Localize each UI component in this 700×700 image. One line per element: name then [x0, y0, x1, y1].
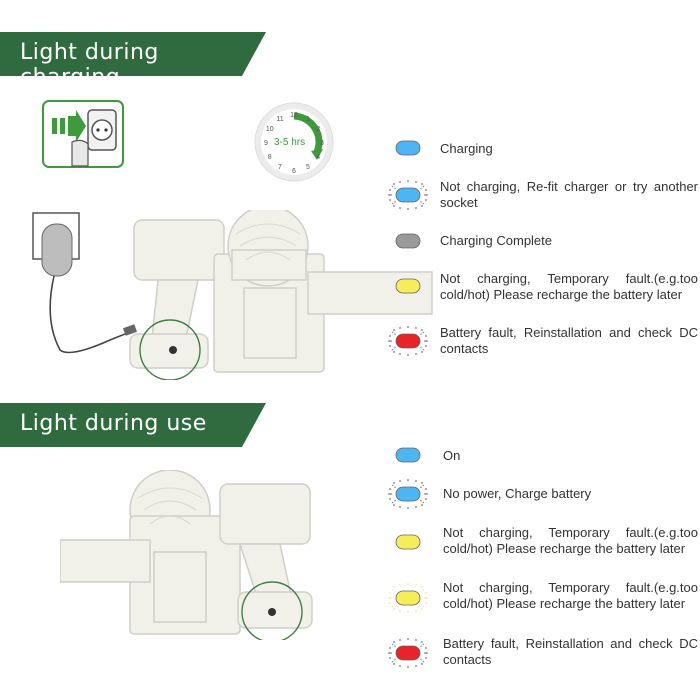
led-indicator-icon — [386, 180, 430, 210]
legend-description: Charging — [440, 141, 493, 156]
vacuum-motor-illustration-charging — [129, 210, 433, 380]
legend-description: Not charging, Temporary fault.(e.g.too c… — [443, 580, 698, 611]
clock-duration-label: 3-5 hrs — [274, 137, 306, 148]
clock-number: 5 — [306, 164, 310, 171]
legend-description: Battery fault, Reinstallation and check … — [443, 636, 698, 667]
charging-title: Light during charging — [20, 40, 159, 90]
clock-number: 3 — [320, 140, 324, 147]
legend-description: Not charging, Temporary fault.(e.g.too c… — [443, 525, 698, 556]
plug-into-socket-icon — [42, 100, 124, 168]
legend-description: On — [443, 448, 461, 463]
clock-number: 10 — [266, 126, 274, 133]
clock-number: 7 — [278, 164, 282, 171]
led-indicator-icon — [386, 133, 430, 163]
clock-number: 4 — [316, 154, 320, 161]
use-banner: Light during use — [0, 403, 266, 447]
led-indicator-icon — [386, 479, 430, 509]
led-indicator-icon — [386, 226, 430, 256]
legend-description: No power, Charge battery — [443, 486, 592, 501]
led-indicator-icon — [386, 583, 430, 613]
clock-number: 6 — [292, 168, 296, 175]
led-indicator-icon — [386, 638, 430, 668]
charging-banner: Light during charging — [0, 32, 266, 76]
clock-number: 1 — [306, 116, 310, 123]
legend-description: Not charging, Re-fit charger or try anot… — [440, 179, 698, 210]
wall-charger-icon — [32, 212, 138, 354]
led-indicator-icon — [386, 326, 430, 356]
clock-number: 2 — [316, 126, 320, 133]
led-indicator-icon — [386, 440, 430, 470]
use-title: Light during use — [20, 411, 207, 436]
led-indicator-icon — [386, 527, 430, 557]
led-indicator-icon — [386, 271, 430, 301]
vacuum-motor-illustration-use — [60, 470, 313, 640]
clock-number: 12 — [290, 112, 298, 119]
legend-description: Battery fault, Reinstallation and check … — [440, 325, 698, 356]
clock-number: 9 — [264, 140, 268, 147]
legend-description: Not charging, Temporary fault.(e.g.too c… — [440, 271, 698, 302]
clock-number: 11 — [276, 116, 283, 123]
legend-description: Charging Complete — [440, 233, 553, 248]
clock-number: 8 — [268, 154, 272, 161]
